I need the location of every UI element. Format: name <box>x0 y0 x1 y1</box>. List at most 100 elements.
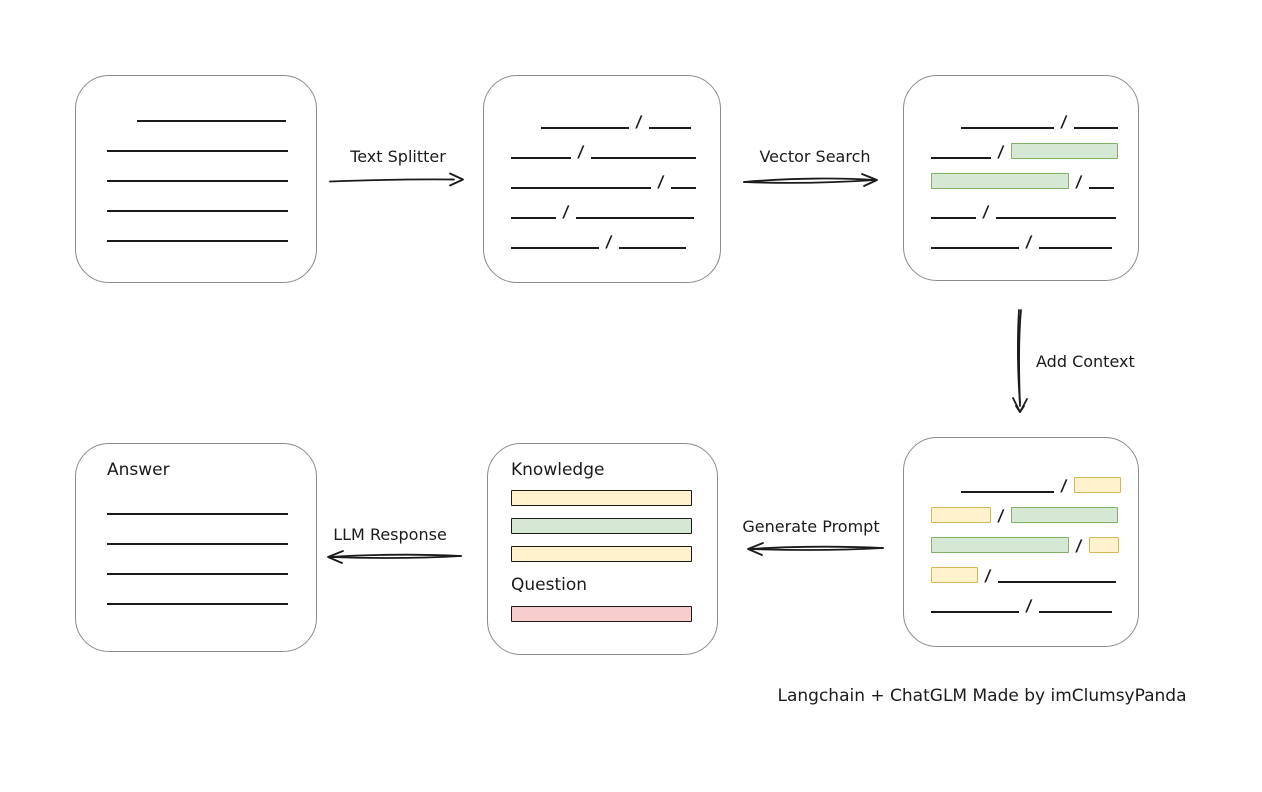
text-line <box>107 513 288 515</box>
llm-response-arrow-label: LLM Response <box>333 525 447 544</box>
document-box <box>75 75 317 283</box>
slash-separator: / <box>1075 172 1083 191</box>
text-splitter-arrow: Text Splitter <box>328 147 468 188</box>
slash-separator: / <box>1060 112 1068 131</box>
knowledge-bars <box>511 490 717 562</box>
matched-chunks-box: / / / / / <box>903 75 1139 281</box>
slash-separator: / <box>997 142 1005 161</box>
text-line <box>590 157 696 159</box>
question-label: Question <box>511 575 588 595</box>
text-line <box>670 187 696 189</box>
arrow-right-icon <box>329 172 464 187</box>
placeholder-text-row <box>107 195 316 212</box>
text-line <box>541 127 629 129</box>
yellow-highlight-chip <box>1088 537 1119 553</box>
placeholder-text-row: / <box>931 506 1138 525</box>
text-splitter-arrow-label: Text Splitter <box>350 147 446 166</box>
slash-separator: / <box>997 506 1005 525</box>
slash-separator: / <box>577 142 585 161</box>
placeholder-text-row: / <box>511 142 720 161</box>
generate-prompt-arrow-label: Generate Prompt <box>742 517 880 536</box>
placeholder-text-row <box>107 528 316 545</box>
text-line <box>107 543 288 545</box>
placeholder-text-row: / <box>931 202 1138 221</box>
text-line <box>575 217 694 219</box>
text-line <box>107 210 288 212</box>
matched-chunks-lines: / / / / / <box>904 76 1138 251</box>
vector-search-arrow: Vector Search <box>740 147 890 190</box>
knowledge-label: Knowledge <box>511 460 605 480</box>
yellow-bar <box>511 490 692 506</box>
text-line <box>511 157 571 159</box>
text-line <box>511 187 651 189</box>
text-line <box>961 491 1054 493</box>
slash-separator: / <box>657 172 665 191</box>
add-context-arrow <box>1006 307 1034 419</box>
slash-separator: / <box>984 566 992 585</box>
text-line <box>1038 247 1112 249</box>
generate-prompt-arrow: Generate Prompt <box>735 517 887 559</box>
placeholder-text-row <box>107 588 316 605</box>
context-chunks-lines: ///// <box>904 438 1138 615</box>
prompt-box: Knowledge Question <box>487 443 718 655</box>
text-line <box>107 573 288 575</box>
green-bar <box>511 518 692 534</box>
add-context-arrow-label: Add Context <box>1036 352 1135 371</box>
placeholder-text-row: / <box>931 172 1138 191</box>
footer-credit: Langchain + ChatGLM Made by imClumsyPand… <box>777 686 1187 706</box>
text-line <box>1073 127 1118 129</box>
placeholder-text-row <box>107 135 316 152</box>
placeholder-text-row <box>137 105 316 122</box>
text-line <box>107 180 288 182</box>
placeholder-text-row: / <box>961 112 1138 131</box>
placeholder-text-row <box>107 225 316 242</box>
placeholder-text-row: / <box>931 232 1138 251</box>
slash-separator: / <box>1075 536 1083 555</box>
slash-separator: / <box>562 202 570 221</box>
slash-separator: / <box>635 112 643 131</box>
yellow-highlight-chip <box>931 507 991 523</box>
text-line <box>107 603 288 605</box>
yellow-highlight-chip <box>1073 477 1121 493</box>
placeholder-text-row: / <box>511 202 720 221</box>
context-chunks-box: ///// <box>903 437 1139 647</box>
text-line <box>648 127 691 129</box>
text-line <box>1088 187 1114 189</box>
answer-lines <box>107 498 316 605</box>
placeholder-text-row: / <box>511 172 720 191</box>
llm-response-arrow: LLM Response <box>315 525 465 567</box>
answer-label: Answer <box>107 460 170 480</box>
placeholder-text-row: / <box>931 566 1138 585</box>
text-line <box>511 217 556 219</box>
placeholder-text-row: / <box>931 536 1138 555</box>
text-line <box>137 120 286 122</box>
text-line <box>931 157 991 159</box>
slash-separator: / <box>605 232 613 251</box>
text-line <box>931 611 1019 613</box>
yellow-bar <box>511 546 692 562</box>
placeholder-text-row: / <box>541 112 720 131</box>
slash-separator: / <box>982 202 990 221</box>
text-line <box>995 217 1116 219</box>
text-line <box>1038 611 1112 613</box>
text-line <box>511 247 599 249</box>
placeholder-text-row <box>107 165 316 182</box>
vector-search-arrow-label: Vector Search <box>759 147 871 166</box>
text-line <box>107 240 288 242</box>
placeholder-text-row: / <box>931 596 1138 615</box>
answer-box: Answer <box>75 443 317 652</box>
placeholder-text-row <box>107 558 316 575</box>
green-highlight-chip <box>1010 143 1118 159</box>
text-line <box>961 127 1054 129</box>
arrow-down-icon <box>1012 309 1028 413</box>
placeholder-text-row <box>107 498 316 515</box>
split-chunks-box: / / / / / <box>483 75 721 283</box>
placeholder-text-row: / <box>511 232 720 251</box>
slash-separator: / <box>1025 232 1033 251</box>
text-line <box>107 150 288 152</box>
document-lines <box>76 76 316 242</box>
text-line <box>997 581 1116 583</box>
arrow-right-icon <box>743 173 878 187</box>
green-highlight-chip <box>1010 507 1118 523</box>
